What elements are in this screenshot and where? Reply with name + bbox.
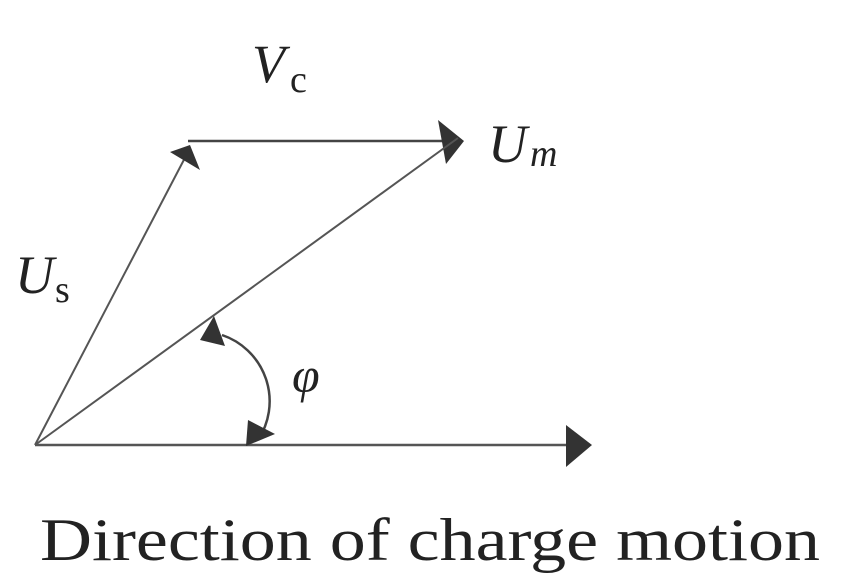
vc-label-main: V [252,34,291,94]
us-vector-arrowhead [170,145,200,170]
angle-arc-arrowhead-bottom [246,420,275,446]
angle-arc [221,333,271,441]
caption-direction-of-charge-motion: Direction of charge motion [40,507,820,573]
us-vector [34,151,189,446]
charge-motion-arrowhead [566,425,592,467]
um-label-sub: m [530,133,557,175]
us-label-main: U [15,245,57,305]
vc-label-sub: c [290,59,307,101]
um-label-main: U [488,114,530,174]
angle-label-phi: φ [292,347,320,403]
um-vector [34,137,459,446]
angle-arc-arrowhead-top [200,316,225,346]
us-label-sub: s [55,269,70,311]
